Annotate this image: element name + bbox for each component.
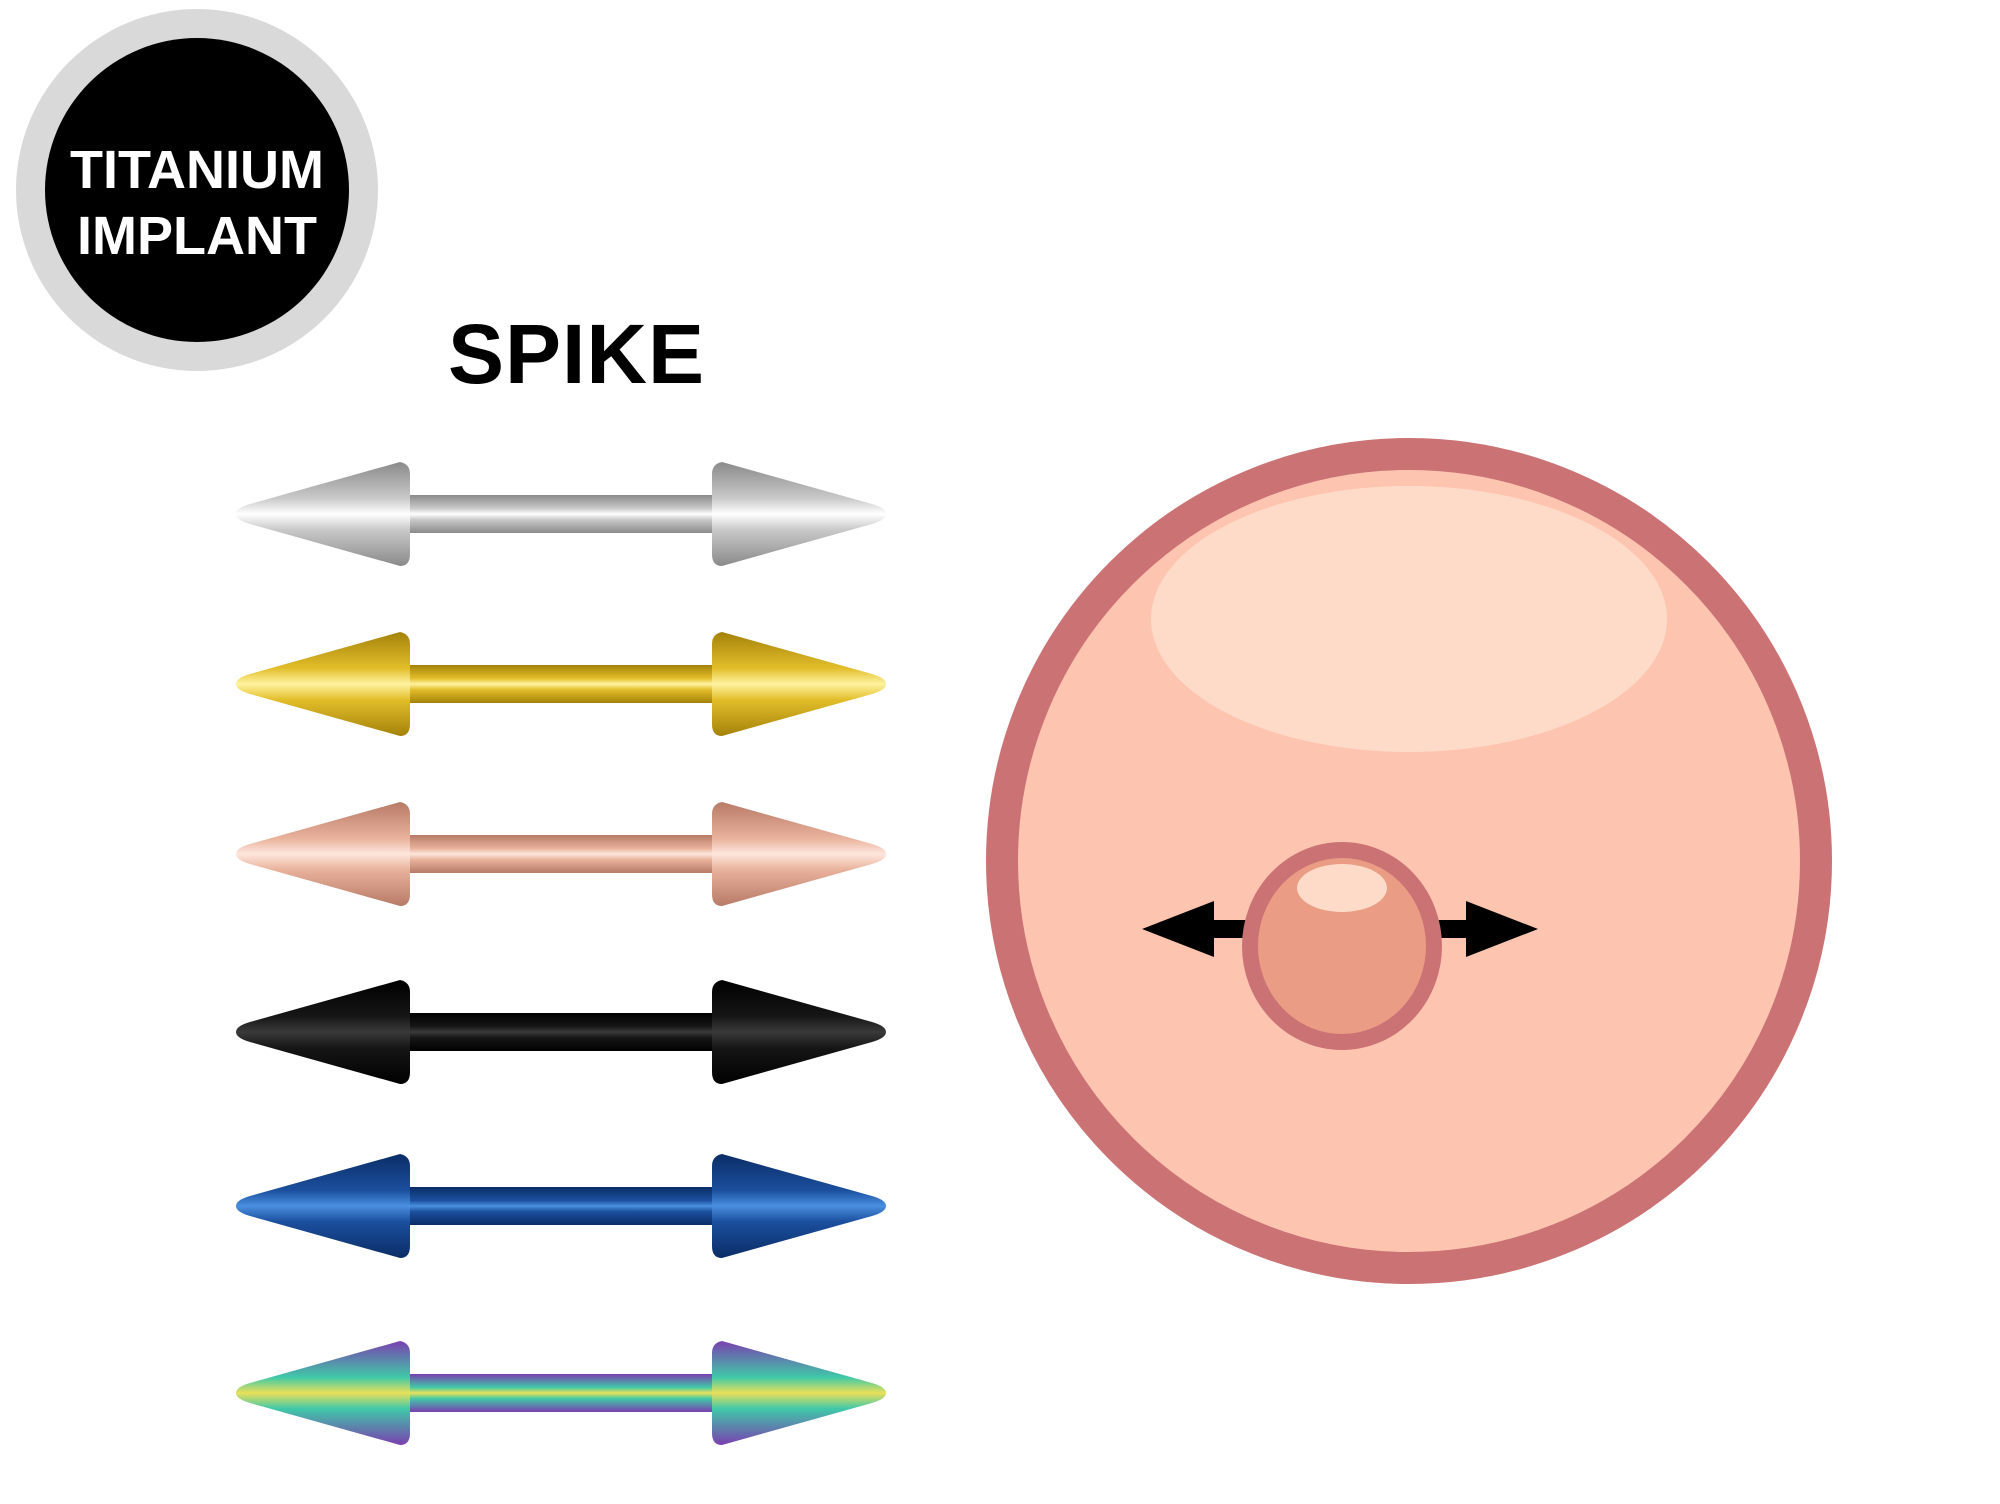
badge-line2: IMPLANT [77, 206, 317, 266]
spike-right [712, 1341, 886, 1445]
barbell-black [236, 980, 886, 1084]
barbell-gold [236, 632, 886, 736]
spike-right [712, 462, 886, 566]
page-title: SPIKE [448, 307, 706, 401]
barbell-bar [405, 1187, 717, 1225]
ball-highlight [1297, 864, 1387, 912]
barbell-bar [405, 835, 717, 873]
spike-right [712, 632, 886, 736]
barbell-silver [236, 462, 886, 566]
barbell-bar [405, 495, 717, 533]
spike-left [236, 632, 410, 736]
barbell-bar [405, 1374, 717, 1412]
titanium-implant-badge: TITANIUM IMPLANT [16, 9, 378, 371]
spike-right [712, 802, 886, 906]
spike-right [712, 1154, 886, 1258]
barbell-bar [405, 1013, 717, 1051]
spike-right [712, 980, 886, 1084]
badge-line1: TITANIUM [70, 140, 324, 200]
spike-left [236, 1154, 410, 1258]
spike-left [236, 462, 410, 566]
barbell-blue [236, 1154, 886, 1258]
piercing-ball [1242, 842, 1442, 1050]
barbell-bar [405, 665, 717, 703]
barbell-list [236, 462, 886, 1445]
spike-left [236, 1341, 410, 1445]
spike-left [236, 980, 410, 1084]
barbell-rainbow [236, 1341, 886, 1445]
barbell-rose-gold [236, 802, 886, 906]
piercing-diagram [986, 438, 1832, 1284]
spike-left [236, 802, 410, 906]
highlight [1151, 486, 1667, 752]
